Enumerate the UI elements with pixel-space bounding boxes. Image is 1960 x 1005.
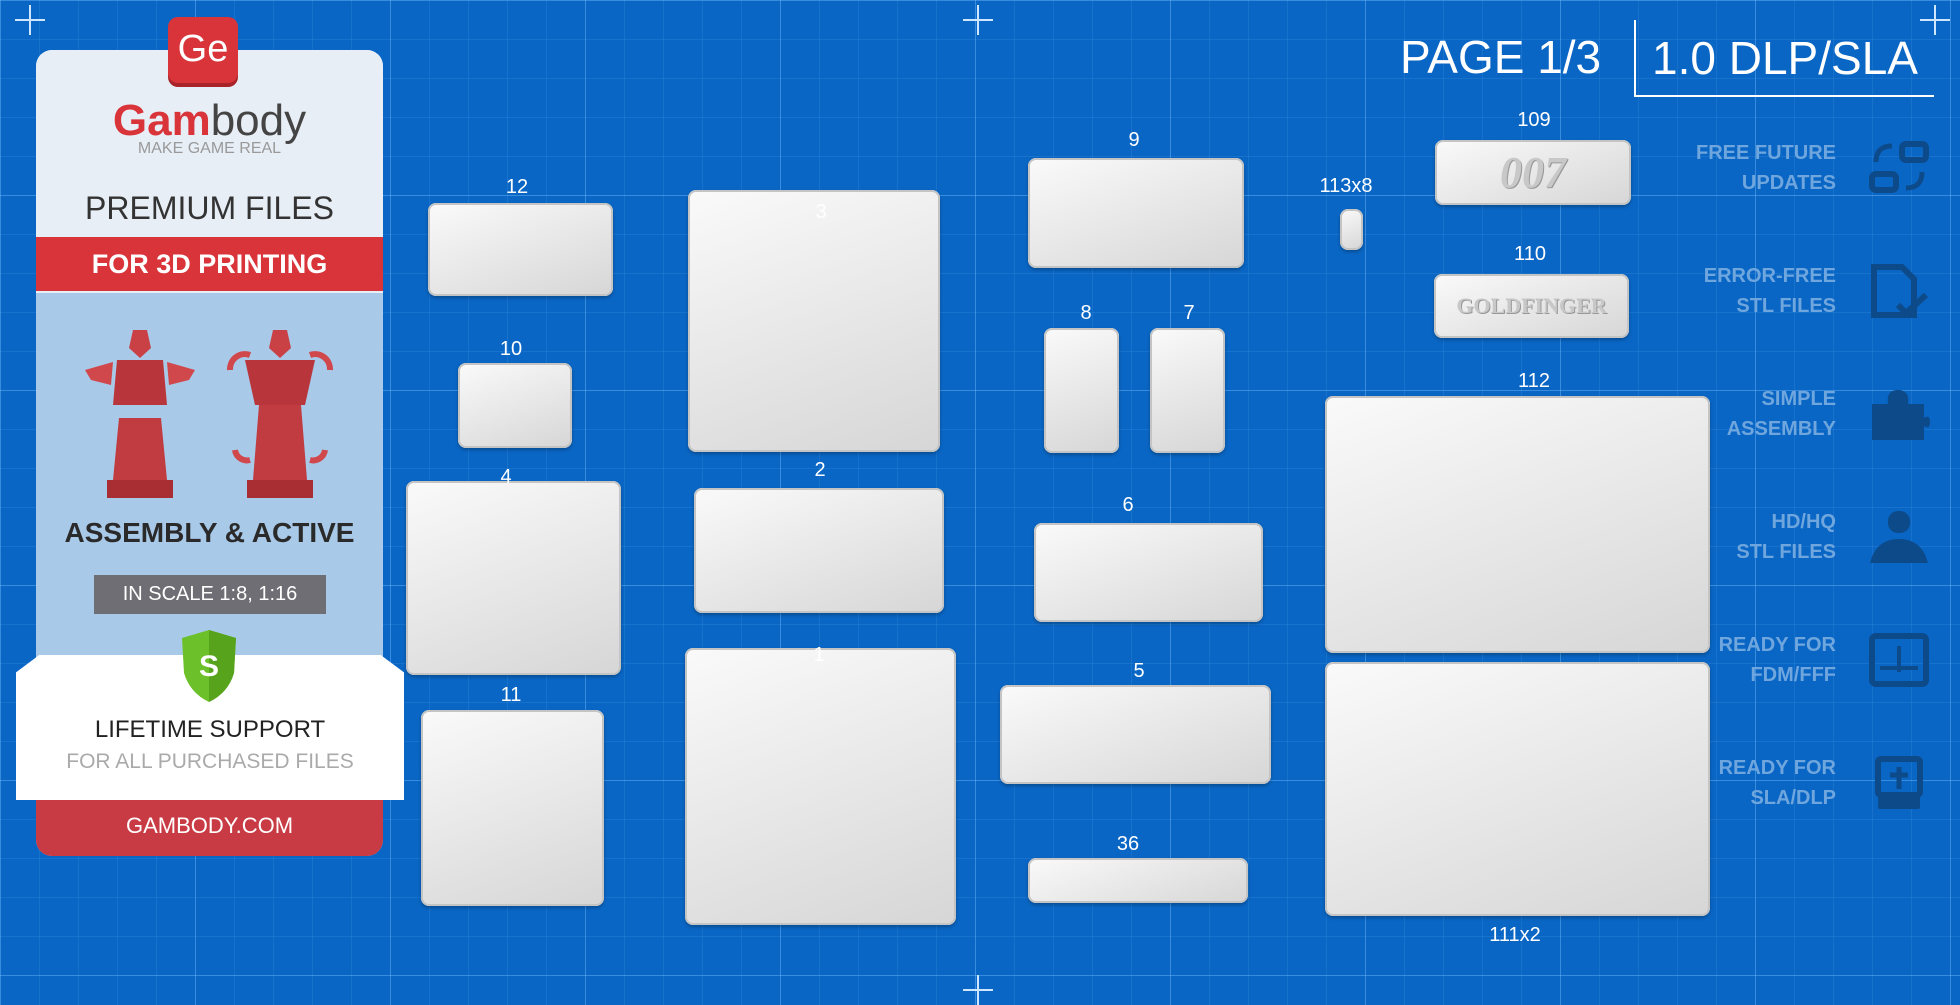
part-label: 1 [813, 644, 825, 666]
feature-line1: SIMPLE [1761, 388, 1836, 410]
feature-sla-printer: READY FOR SLA/DLP [1576, 753, 1836, 813]
model-part-6 [1034, 523, 1263, 622]
file-check-icon [1871, 264, 1929, 318]
feature-line1: READY FOR [1718, 757, 1836, 779]
part-label: 6 [1122, 494, 1134, 516]
feature-line2: FDM/FFF [1750, 664, 1836, 686]
feature-line2: UPDATES [1741, 172, 1836, 194]
plate-text: GOLDFINGER [1456, 293, 1607, 318]
part-label: 12 [505, 176, 529, 198]
feature-puzzle: SIMPLE ASSEMBLY [1576, 384, 1836, 444]
feature-line2: STL FILES [1736, 295, 1836, 317]
crosshair-marker [963, 5, 993, 35]
part-label: 9 [1128, 129, 1140, 151]
part-label: 8 [1080, 302, 1092, 324]
model-part-5 [1000, 685, 1271, 784]
part-label: 111x2 [1489, 924, 1541, 946]
feature-line2: ASSEMBLY [1726, 418, 1836, 440]
part-label: 5 [1133, 660, 1145, 682]
shield-icon: S [182, 630, 236, 702]
feature-line1: ERROR-FREE [1703, 265, 1836, 287]
feature-fdm-printer: READY FOR FDM/FFF [1576, 630, 1836, 690]
gambody-logo: Ge [168, 17, 238, 83]
figure-icon [85, 330, 195, 498]
feature-line2: SLA/DLP [1750, 787, 1836, 809]
crosshair-marker [963, 975, 993, 1005]
part-label: 36 [1116, 833, 1140, 855]
part-label: 11 [500, 684, 522, 706]
model-part-109: 007 [1435, 140, 1631, 205]
lifetime-support: LIFETIME SUPPORT [94, 716, 326, 743]
page-indicator: PAGE 1/3 [1400, 31, 1602, 83]
puzzle-icon [1872, 390, 1930, 440]
update-icon [1869, 141, 1929, 193]
model-part-111x2 [1325, 662, 1710, 916]
crosshair-marker [1920, 5, 1950, 35]
model-part-2 [694, 488, 944, 613]
brand-dark: body [210, 96, 307, 145]
part-label: 4 [500, 466, 512, 488]
model-part-8 [1044, 328, 1119, 453]
feature-update: FREE FUTURE UPDATES [1576, 138, 1836, 198]
premium-files: PREMIUM FILES [85, 190, 334, 226]
model-part-1 [685, 648, 956, 925]
part-label: 2 [814, 459, 826, 481]
feature-line2: STL FILES [1736, 541, 1836, 563]
part-label: 112 [1518, 370, 1550, 392]
model-part-113x8 [1340, 209, 1363, 250]
part-label: 10 [499, 338, 523, 360]
hero-icon [1870, 511, 1928, 563]
feature-line1: FREE FUTURE [1696, 142, 1836, 164]
model-part-110: GOLDFINGER [1434, 274, 1629, 338]
model-part-10 [458, 363, 572, 448]
model-part-7 [1150, 328, 1225, 453]
part-label: 7 [1183, 302, 1195, 324]
shield-letter: S [199, 650, 219, 683]
part-label: 109 [1517, 109, 1551, 131]
model-part-12 [428, 203, 613, 296]
model-part-11 [421, 710, 604, 906]
feature-line1: READY FOR [1718, 634, 1836, 656]
part-label: 110 [1514, 243, 1546, 265]
plate-text: 007 [1500, 148, 1566, 197]
brand-red: Gam [112, 96, 211, 145]
model-part-36 [1028, 858, 1248, 903]
sla-printer-icon [1875, 756, 1923, 809]
feature-hero: HD/HQ STL FILES [1576, 507, 1836, 567]
website-link[interactable]: GAMBODY.COM [36, 800, 383, 856]
part-label: 113x8 [1319, 175, 1373, 197]
fdm-printer-icon [1869, 633, 1929, 687]
model-part-9 [1028, 158, 1244, 268]
crosshair-marker [15, 5, 45, 35]
version-label: 1.0 DLP/SLA [1634, 20, 1934, 97]
model-part-112 [1325, 396, 1710, 653]
figure-rotate-icon [227, 330, 333, 498]
scale-badge: IN SCALE 1:8, 1:16 [94, 575, 326, 614]
model-part-4 [406, 481, 621, 675]
feature-file-check: ERROR-FREE STL FILES [1576, 261, 1836, 321]
model-part-3 [688, 190, 940, 452]
support-subtitle: FOR ALL PURCHASED FILES [66, 750, 354, 773]
assembly-heading: ASSEMBLY & ACTIVE [64, 517, 355, 548]
part-label: 3 [815, 201, 827, 223]
brand-name: Gambody [36, 96, 383, 146]
printing-banner: FOR 3D PRINTING [36, 237, 383, 291]
tagline: MAKE GAME REAL [137, 140, 282, 157]
feature-line1: HD/HQ [1771, 511, 1836, 533]
